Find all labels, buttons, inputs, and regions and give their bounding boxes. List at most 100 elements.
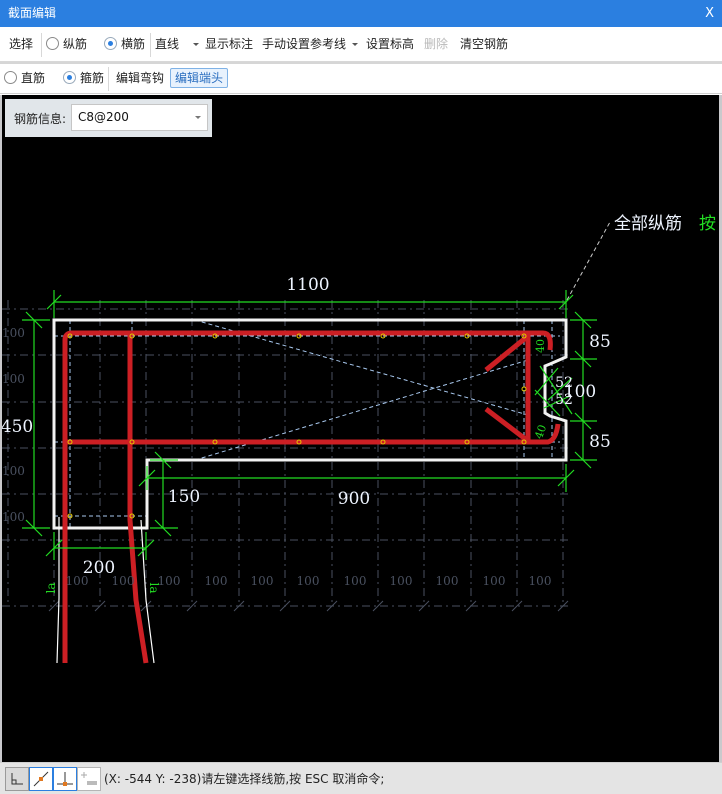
grid-row-label: 100 <box>2 510 25 524</box>
grid-tick <box>465 600 477 612</box>
rebar-nodes <box>67 333 527 519</box>
line-type-value: 直线 <box>155 37 180 51</box>
radio-stirrup[interactable]: 箍筋 <box>63 67 104 89</box>
radio-longitudinal-label: 纵筋 <box>63 37 88 51</box>
dim-label-top-width: 1100 <box>286 275 329 295</box>
grid-col-label: 100 <box>158 574 181 588</box>
grid-col-label: 100 <box>297 574 320 588</box>
grid-tick <box>372 600 384 612</box>
grid-layer <box>2 300 570 612</box>
grid-col-label: 100 <box>483 574 506 588</box>
add-dimension-button[interactable] <box>77 767 101 791</box>
grid-row-label: 100 <box>2 372 25 386</box>
status-bar: (X: -544 Y: -238)请左键选择线筋,按 ESC 取消命令; <box>0 762 722 794</box>
dim-label-notch-a: 52 <box>555 375 573 391</box>
anchor-line <box>56 517 60 664</box>
dim-tick <box>25 311 43 329</box>
rebar-info-value: C8@200 <box>78 110 129 124</box>
hook-label-top: 40 <box>534 339 547 353</box>
dim-tick <box>574 350 592 368</box>
chevron-down-icon <box>193 43 200 46</box>
dim-tick <box>25 519 43 537</box>
dim-label-right-top: 85 <box>589 332 611 352</box>
notch-mark <box>534 367 559 396</box>
rebar-node <box>296 333 302 339</box>
chevron-down-icon <box>352 43 359 46</box>
grid-tick <box>279 600 291 612</box>
notch-mark <box>534 389 561 417</box>
edit-hook-button[interactable]: 编辑弯钩 <box>116 71 165 85</box>
radio-transverse[interactable]: 横筋 <box>104 33 145 55</box>
rebar-node <box>521 386 527 392</box>
grid-col-label: 100 <box>390 574 413 588</box>
clear-rebar-button[interactable]: 清空钢筋 <box>460 37 509 51</box>
callout-text: 全部纵筋 <box>614 214 682 234</box>
set-elevation-button[interactable]: 设置标高 <box>366 37 415 51</box>
rebar-node <box>380 439 386 445</box>
grid-tick <box>48 600 60 612</box>
snap-line-icon <box>33 771 49 787</box>
toolbar-divider <box>108 67 109 91</box>
perpendicular-button[interactable] <box>53 767 77 791</box>
dim-label-height: 450 <box>2 417 33 437</box>
radio-transverse-label: 横筋 <box>121 37 146 51</box>
rebar-toolbar: 直筋 箍筋 编辑弯钩 编辑端头 <box>0 62 722 94</box>
dim-label-notch-b: 52 <box>555 392 573 408</box>
ortho-button[interactable] <box>5 767 29 791</box>
window-title: 截面编辑 <box>8 6 57 20</box>
section-outline <box>52 318 568 530</box>
rebar-node <box>212 439 218 445</box>
rebar-node <box>521 333 527 339</box>
tie-diagonal-bottom[interactable] <box>484 407 530 443</box>
anchor-label-right: la <box>147 583 161 594</box>
show-annotation-button[interactable]: 显示标注 <box>205 37 254 51</box>
radio-straight[interactable]: 直筋 <box>4 67 45 89</box>
radio-selected-icon <box>63 71 76 84</box>
grid-tick <box>186 600 198 612</box>
toolbar-divider <box>41 33 42 57</box>
radio-selected-icon <box>104 37 117 50</box>
select-button[interactable]: 选择 <box>9 37 34 51</box>
grid-tick <box>233 600 245 612</box>
rebar-node <box>67 333 73 339</box>
grid-col-label: 100 <box>436 574 459 588</box>
grid-col-label: 100 <box>205 574 228 588</box>
dimension-layer <box>22 290 597 560</box>
grid-tick <box>557 600 569 612</box>
stirrup-leg-right[interactable] <box>127 333 149 664</box>
rebar-node <box>67 439 73 445</box>
dim-tick <box>137 539 155 557</box>
rebar-node <box>380 333 386 339</box>
delete-button[interactable]: 删除 <box>424 37 449 51</box>
hook-label-bottom: 40 <box>532 423 549 441</box>
dim-tick <box>154 451 172 469</box>
perpendicular-icon <box>57 772 73 786</box>
callout-text-green: 按 <box>699 214 716 234</box>
close-button[interactable]: X <box>705 6 714 21</box>
grid-col-label: 100 <box>529 574 552 588</box>
tie-diagonal-top[interactable] <box>484 334 530 372</box>
manual-ref-line-dropdown[interactable]: 手动设置参考线 <box>262 33 359 55</box>
snap-line-button[interactable] <box>29 767 53 791</box>
rebar-node <box>67 513 73 519</box>
edit-end-button[interactable]: 编辑端头 <box>170 68 229 88</box>
notch-mark <box>539 365 573 415</box>
stirrup-bottom[interactable] <box>65 423 561 445</box>
notch-mark <box>543 395 571 409</box>
grid-row-label: 100 <box>2 464 25 478</box>
rebar-layer <box>62 330 561 664</box>
dim-tick <box>154 519 172 537</box>
radio-longitudinal[interactable]: 纵筋 <box>46 33 87 55</box>
line-type-dropdown[interactable]: 直线 <box>155 33 200 55</box>
rebar-node <box>129 439 135 445</box>
radio-straight-label: 直筋 <box>21 71 46 85</box>
stirrup-top[interactable] <box>62 330 553 663</box>
grid-col-label: 100 <box>251 574 274 588</box>
guide-line <box>194 319 529 416</box>
dim-tick <box>45 539 63 557</box>
rebar-info-select[interactable]: C8@200 <box>71 104 208 131</box>
anchor-line <box>140 519 155 664</box>
section-drawing[interactable]: 1001001001001001001001001001001001001001… <box>2 95 719 762</box>
dim-tick <box>574 451 592 469</box>
